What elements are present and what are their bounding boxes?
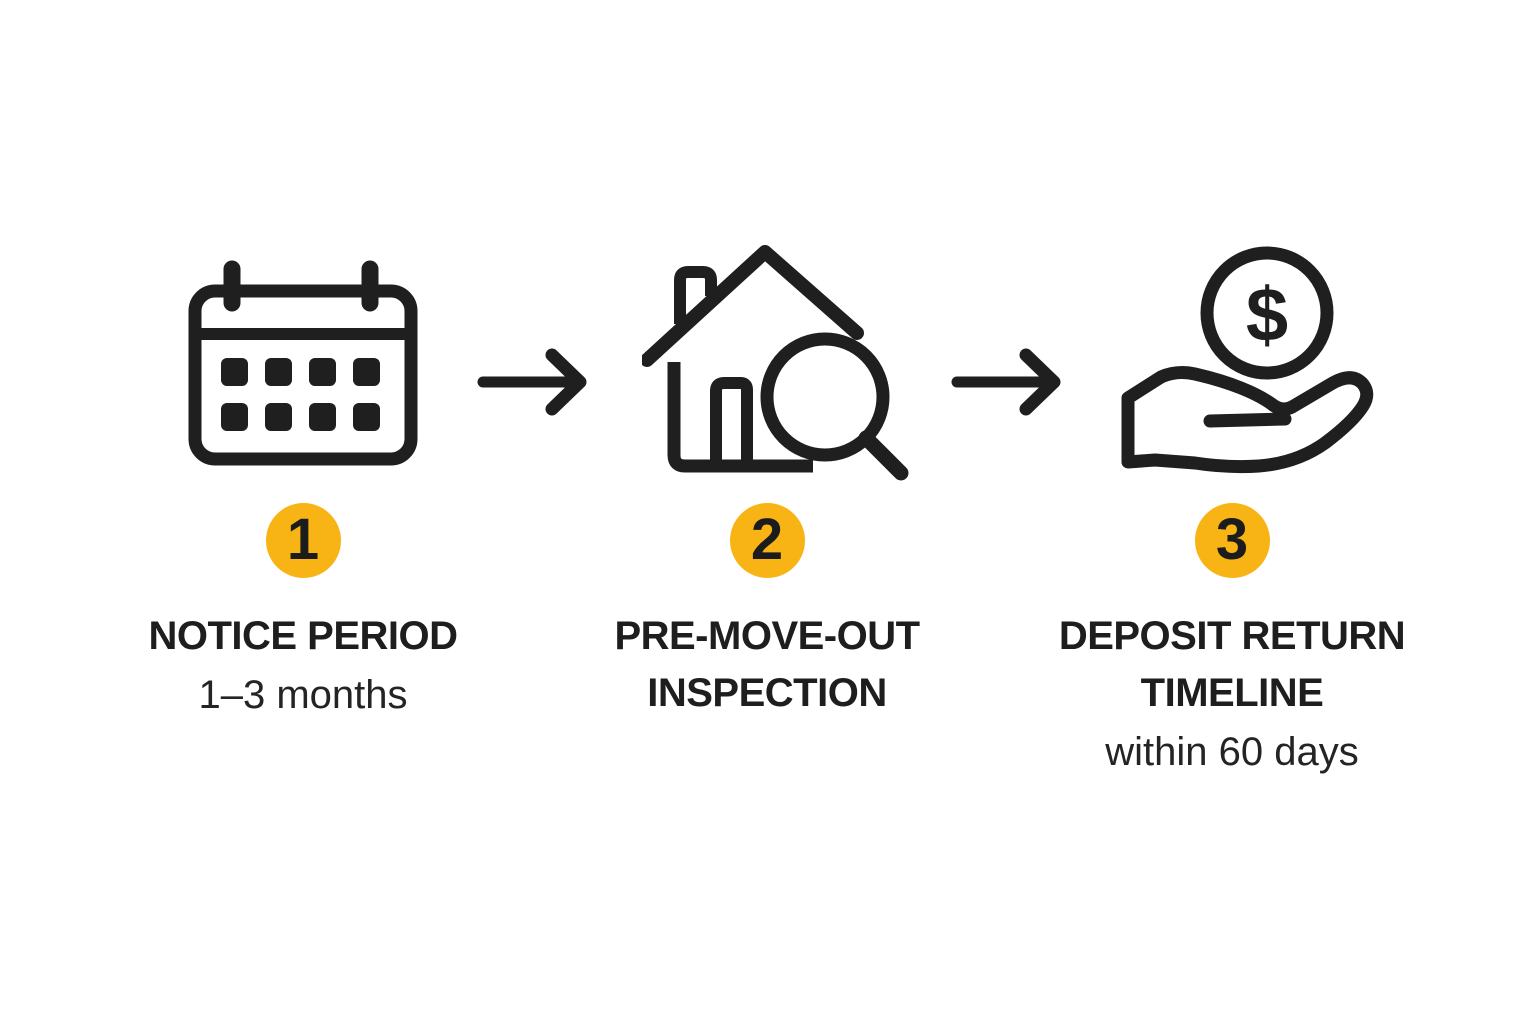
step-title: DEPOSIT RETURN TIMELINE xyxy=(1058,614,1406,715)
step-number: 3 xyxy=(1215,506,1249,572)
step-notice-period: 1 NOTICE PERIOD 1–3 months xyxy=(63,248,543,724)
step-subtitle: within 60 days xyxy=(1105,730,1359,774)
step-number-badge: 1 xyxy=(265,503,341,578)
calendar-icon xyxy=(188,248,418,480)
dollar-sign: $ xyxy=(1246,273,1288,358)
step-deposit-return-timeline: $ 3 DEPOSIT RETURN TIMELINE within 60 da… xyxy=(992,246,1472,781)
step-number-badge: 2 xyxy=(729,503,805,578)
step-number: 2 xyxy=(750,506,784,572)
step-pre-move-out-inspection: 2 PRE-MOVE-OUT INSPECTION xyxy=(527,245,1007,722)
step-subtitle: 1–3 months xyxy=(198,673,408,717)
arrow-right-icon xyxy=(950,346,1068,418)
house-magnifier-icon xyxy=(632,245,909,481)
step-number: 1 xyxy=(286,506,320,572)
arrow-right-icon xyxy=(476,346,594,418)
hand-coin-icon: $ xyxy=(1102,246,1374,480)
step-title: NOTICE PERIOD xyxy=(148,614,458,658)
step-number-badge: 3 xyxy=(1194,503,1270,578)
step-title: PRE-MOVE-OUT INSPECTION xyxy=(614,614,920,715)
